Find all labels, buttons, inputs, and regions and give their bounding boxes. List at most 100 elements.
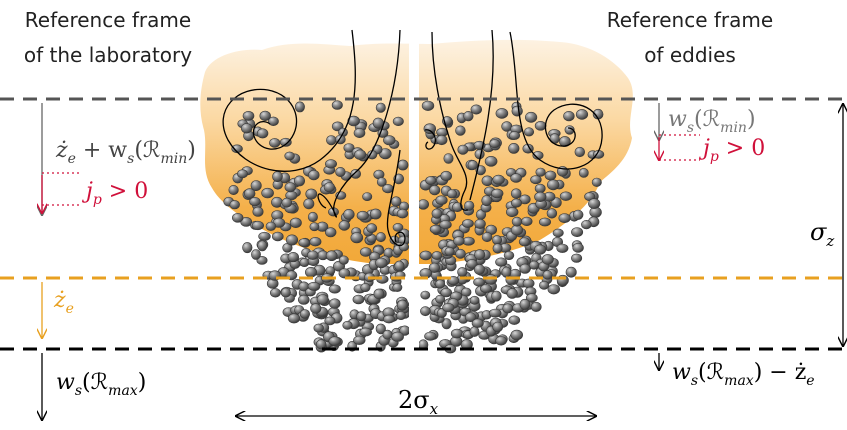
particle — [259, 110, 271, 121]
particle — [423, 123, 436, 134]
particle — [303, 198, 315, 210]
particle — [375, 323, 386, 335]
particle — [375, 257, 388, 269]
particle — [451, 202, 463, 212]
particle — [352, 294, 365, 305]
particle — [299, 309, 311, 319]
particle — [471, 318, 484, 328]
particle — [546, 179, 560, 191]
particle — [289, 217, 302, 229]
particle — [558, 213, 571, 223]
particle — [534, 244, 547, 255]
particle — [280, 287, 291, 298]
particle — [534, 183, 546, 194]
particle — [519, 263, 531, 274]
particle — [250, 180, 262, 191]
particle — [563, 110, 575, 122]
particle — [510, 173, 522, 183]
particle — [271, 231, 284, 242]
heading-left-line1: Reference frame — [25, 8, 191, 32]
particle — [435, 279, 446, 289]
particle — [354, 149, 367, 160]
particle — [298, 238, 310, 247]
particle — [353, 335, 366, 345]
particle — [307, 281, 321, 291]
particle — [481, 232, 493, 243]
particle — [542, 270, 553, 280]
particle — [324, 159, 337, 169]
particle — [328, 336, 341, 346]
particle — [495, 108, 509, 119]
particle — [474, 218, 486, 229]
particle — [534, 191, 547, 202]
particle — [272, 171, 283, 182]
particle — [397, 159, 409, 171]
particle — [299, 257, 310, 267]
particle — [492, 243, 503, 254]
particle — [522, 278, 535, 289]
particle — [338, 268, 351, 279]
heading-right-line1: Reference frame — [607, 8, 773, 32]
particle — [442, 303, 455, 313]
particle — [429, 185, 441, 196]
particle — [375, 232, 386, 243]
particle — [439, 220, 452, 230]
particle — [538, 280, 550, 290]
particle — [343, 208, 355, 220]
particle — [524, 111, 538, 123]
particle — [450, 328, 464, 339]
label-sigma-z: σz — [810, 218, 834, 250]
particle — [424, 331, 437, 341]
particle — [420, 290, 431, 300]
particle — [417, 199, 429, 210]
particle — [419, 250, 432, 261]
particle — [479, 284, 492, 293]
particle — [491, 290, 502, 302]
particle — [443, 153, 454, 164]
eddy-streamlines-left — [222, 29, 406, 247]
particle — [547, 284, 560, 295]
particle — [425, 176, 437, 185]
particle — [297, 294, 310, 305]
particle — [362, 192, 373, 201]
particle — [564, 125, 575, 135]
particle — [258, 231, 271, 241]
particle — [467, 160, 478, 171]
particle — [565, 266, 577, 278]
particle — [356, 311, 367, 322]
particle — [347, 115, 360, 127]
particle — [544, 170, 557, 181]
label-flux-right: jp > 0 — [698, 136, 765, 165]
particle — [281, 197, 293, 208]
particle — [473, 264, 485, 275]
particle — [508, 131, 520, 140]
particle — [242, 242, 253, 254]
particle — [316, 294, 329, 305]
particle — [313, 323, 324, 333]
particle — [269, 288, 281, 298]
particle — [326, 135, 337, 146]
particle — [382, 314, 395, 324]
particle — [309, 237, 322, 247]
particle — [431, 251, 443, 260]
particle — [287, 252, 299, 263]
particle — [455, 125, 466, 136]
particle — [470, 104, 482, 115]
particle — [506, 288, 518, 299]
particle — [251, 249, 261, 260]
particle — [444, 246, 455, 256]
particle — [310, 303, 322, 314]
particle — [511, 105, 523, 117]
particle — [285, 234, 299, 246]
particle — [463, 110, 474, 122]
particle — [440, 170, 453, 182]
particle — [329, 298, 341, 309]
particle — [525, 293, 538, 303]
particle — [269, 138, 281, 148]
particle — [435, 294, 446, 304]
particle — [466, 259, 478, 269]
particle — [359, 247, 372, 257]
particle — [492, 174, 505, 185]
